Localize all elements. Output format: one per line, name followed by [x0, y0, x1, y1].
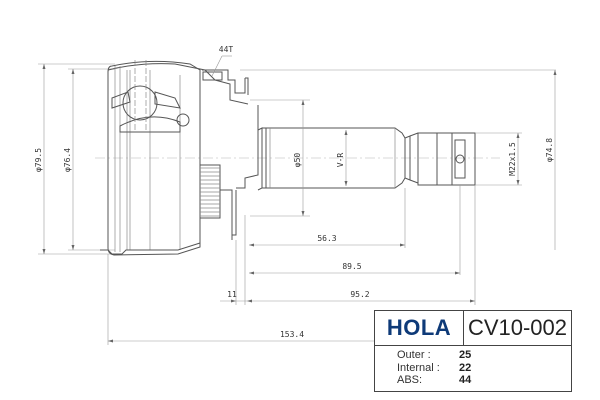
stem-shaft: [257, 127, 476, 191]
dim-thread: M22x1.5: [508, 142, 517, 176]
dim-outer-diameter: φ79.5: [34, 148, 43, 172]
spec-label: Internal :: [397, 361, 440, 374]
abs-ring: [199, 69, 259, 240]
cv-housing: [100, 60, 249, 256]
spec-row-abs: ABS: 44: [397, 374, 471, 387]
spec-list: Outer : 25 Internal : 22 ABS: 44: [397, 349, 471, 387]
dim-total-from-ring: 95.2: [350, 290, 369, 299]
title-block-header: HOLA CV10-002: [375, 311, 571, 346]
dim-overall-length: 153.4: [280, 330, 304, 339]
spec-value: 25: [459, 349, 472, 361]
spec-label: ABS:: [397, 374, 423, 386]
dim-shaft-length: 56.3: [317, 234, 336, 243]
title-block: HOLA CV10-002 Outer : 25 Internal : 22 A…: [374, 310, 572, 392]
abs-callout-leader: [211, 55, 223, 77]
dim-housing-diameter: φ76.4: [63, 148, 72, 172]
part-number: CV10-002: [467, 315, 568, 340]
spec-label: Outer :: [397, 349, 431, 361]
spec-row-outer: Outer : 25: [397, 349, 471, 362]
dim-shaft-diameter: φ50: [293, 153, 302, 168]
dim-abs-diameter: φ74.8: [545, 138, 554, 162]
spec-value: 22: [459, 361, 472, 374]
brand-logo: HOLA: [375, 311, 464, 345]
dim-spline: V-R: [336, 153, 345, 168]
dim-ring-offset: 11: [227, 290, 237, 299]
dim-thread-end-length: 89.5: [342, 262, 361, 271]
abs-teeth-callout: 44T: [219, 45, 234, 54]
spec-value: 44: [459, 374, 472, 386]
spec-row-internal: Internal : 22: [397, 362, 471, 375]
